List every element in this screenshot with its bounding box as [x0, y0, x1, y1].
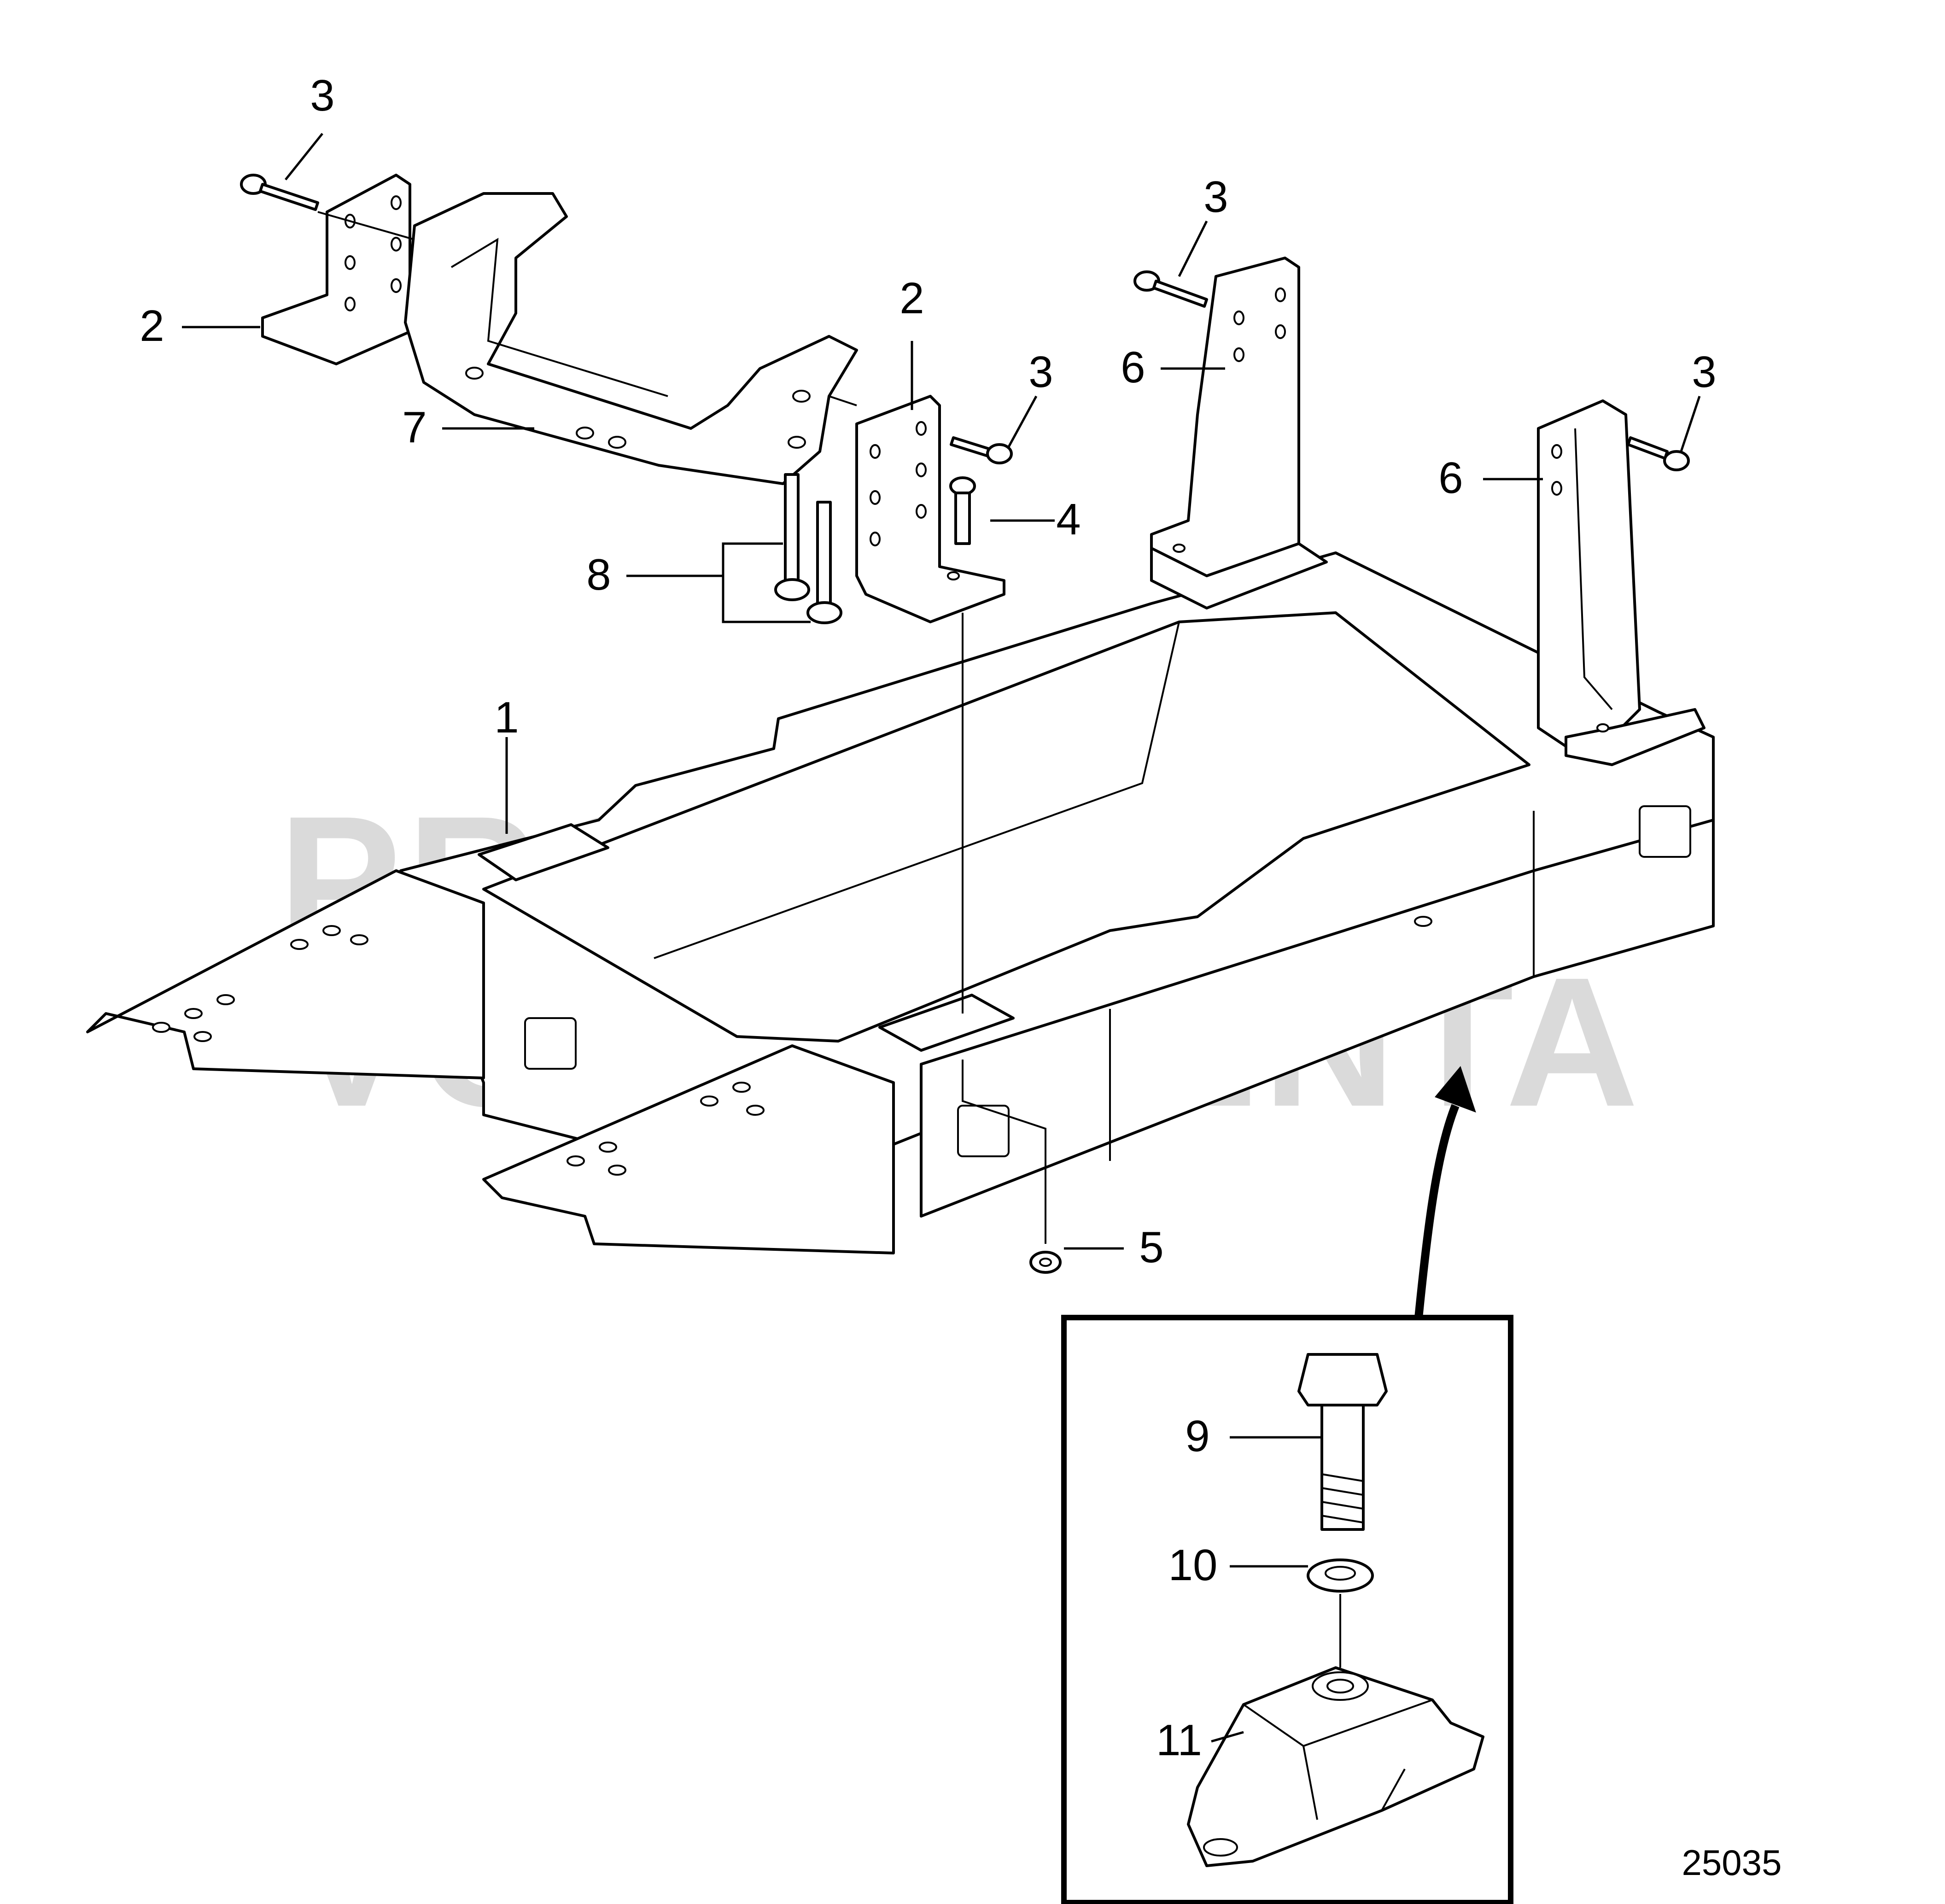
callout-3-d: 3: [1692, 347, 1716, 397]
bolt-3-b: [1133, 270, 1208, 308]
frame-cutout-2: [957, 1105, 1010, 1157]
callout-labels: 1 2 2 3 3 3 3 4 5 6 6 7 8 9 10 11: [140, 71, 1716, 1765]
callout-3-c: 3: [1028, 347, 1053, 397]
bolt-4: [949, 476, 976, 545]
frame-mount-pad-right: [878, 994, 1015, 1052]
frame-left-foot: [86, 869, 485, 1079]
callout-3-b: 3: [1203, 172, 1228, 222]
detail-inset: [1061, 1315, 1513, 1904]
callout-11: 11: [1156, 1716, 1202, 1765]
frame-cutout-1: [524, 1017, 577, 1070]
bracket-2-left: [261, 174, 411, 365]
washer-10: [1307, 1558, 1374, 1593]
callout-6-right: 6: [1438, 453, 1463, 503]
frame-right-foot: [482, 1044, 895, 1254]
frame-cutout-3: [1639, 805, 1691, 858]
callout-6-left: 6: [1121, 343, 1145, 392]
callout-1: 1: [494, 693, 519, 742]
frame-tub-edge: [654, 621, 1180, 959]
frame-foot-holes: [152, 916, 1432, 1176]
bracket-6-right: [1537, 399, 1706, 766]
callout-2-left: 2: [140, 301, 164, 351]
bolt-9: [1297, 1353, 1388, 1531]
callout-4: 4: [1056, 495, 1081, 544]
callout-2-middle: 2: [899, 274, 924, 323]
callout-5: 5: [1139, 1223, 1163, 1272]
bolt-3-c: [950, 436, 1013, 464]
frame-inner-tub: [482, 611, 1530, 1043]
callout-3-a: 3: [310, 71, 334, 120]
leader-lines: [182, 133, 1701, 1743]
frame-mount-pad-left: [478, 823, 609, 881]
detail-arrow: [1414, 1066, 1476, 1318]
rubber-mount-11: [1187, 1666, 1484, 1867]
yoke-7: [404, 192, 858, 485]
engine-bed-frame: [86, 551, 1715, 1254]
bolt-3-a: [240, 174, 319, 211]
figure-number: 25035: [1682, 1842, 1782, 1883]
callout-7: 7: [402, 403, 426, 452]
callout-10: 10: [1168, 1541, 1218, 1590]
assembly-lines: [317, 211, 1046, 1244]
studs-8: [774, 473, 842, 624]
callout-9: 9: [1185, 1412, 1209, 1461]
callout-8: 8: [586, 550, 611, 599]
bracket-2-middle: [855, 395, 1005, 623]
nut-5: [1029, 1251, 1062, 1274]
bracket-6-left: [1150, 257, 1328, 609]
bolt-3-d: [1627, 436, 1690, 471]
